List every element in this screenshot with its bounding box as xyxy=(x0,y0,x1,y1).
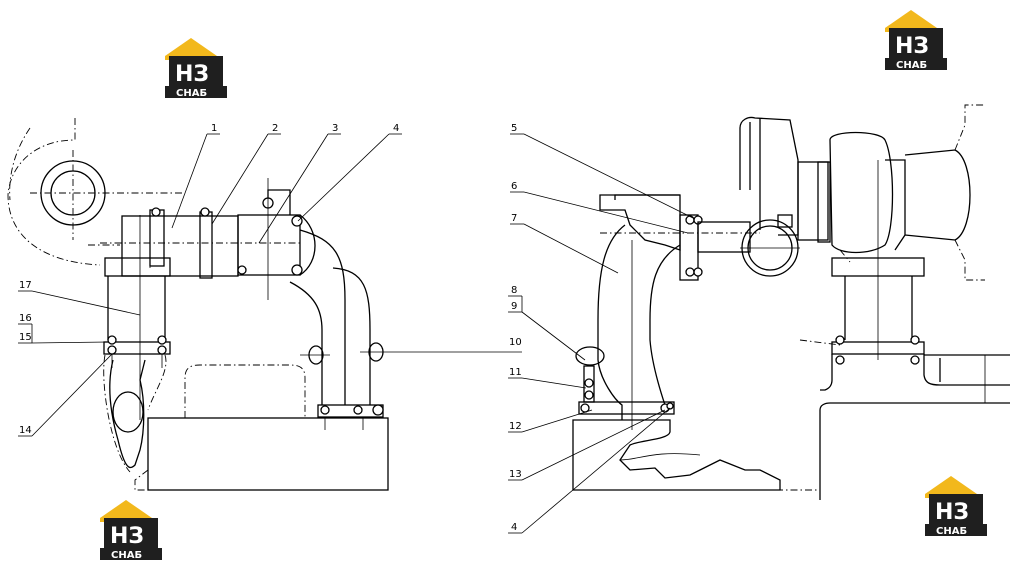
callout-4-top: 4 xyxy=(393,123,399,134)
callout-16: 16 xyxy=(19,313,32,324)
brand-logo: НЗ СНАБ xyxy=(100,500,162,561)
right-assembly-view xyxy=(572,104,1010,500)
svg-text:НЗ: НЗ xyxy=(935,500,969,525)
brand-logo: НЗ СНАБ xyxy=(165,38,227,99)
svg-text:НЗ: НЗ xyxy=(110,524,144,549)
callout-10: 10 xyxy=(509,337,522,348)
svg-text:СНАБ: СНАБ xyxy=(176,88,207,99)
callout-11: 11 xyxy=(509,367,522,378)
callout-8: 8 xyxy=(511,285,517,296)
callout-7: 7 xyxy=(511,213,517,224)
callout-13: 13 xyxy=(509,469,522,480)
callout-15: 15 xyxy=(19,332,32,343)
callout-12: 12 xyxy=(509,421,522,432)
svg-text:СНАБ: СНАБ xyxy=(111,550,142,561)
svg-text:СНАБ: СНАБ xyxy=(896,60,927,71)
callout-3: 3 xyxy=(332,123,338,134)
left-assembly-view xyxy=(7,118,395,491)
leader-lines xyxy=(18,133,694,534)
callout-6: 6 xyxy=(511,181,517,192)
brand-logo: НЗ СНАБ xyxy=(925,476,987,537)
callout-4-bottom: 4 xyxy=(511,522,517,533)
callout-labels: 1 2 3 4 5 6 7 8 9 10 11 12 13 4 14 15 16… xyxy=(19,123,522,533)
callout-1: 1 xyxy=(211,123,217,134)
callout-2: 2 xyxy=(272,123,278,134)
svg-text:НЗ: НЗ xyxy=(175,62,209,87)
svg-text:СНАБ: СНАБ xyxy=(936,526,967,537)
svg-text:НЗ: НЗ xyxy=(895,34,929,59)
callout-9: 9 xyxy=(511,301,517,312)
callout-17: 17 xyxy=(19,280,32,291)
callout-5: 5 xyxy=(511,123,517,134)
callout-14: 14 xyxy=(19,425,32,436)
brand-logo: НЗ СНАБ xyxy=(885,10,947,71)
